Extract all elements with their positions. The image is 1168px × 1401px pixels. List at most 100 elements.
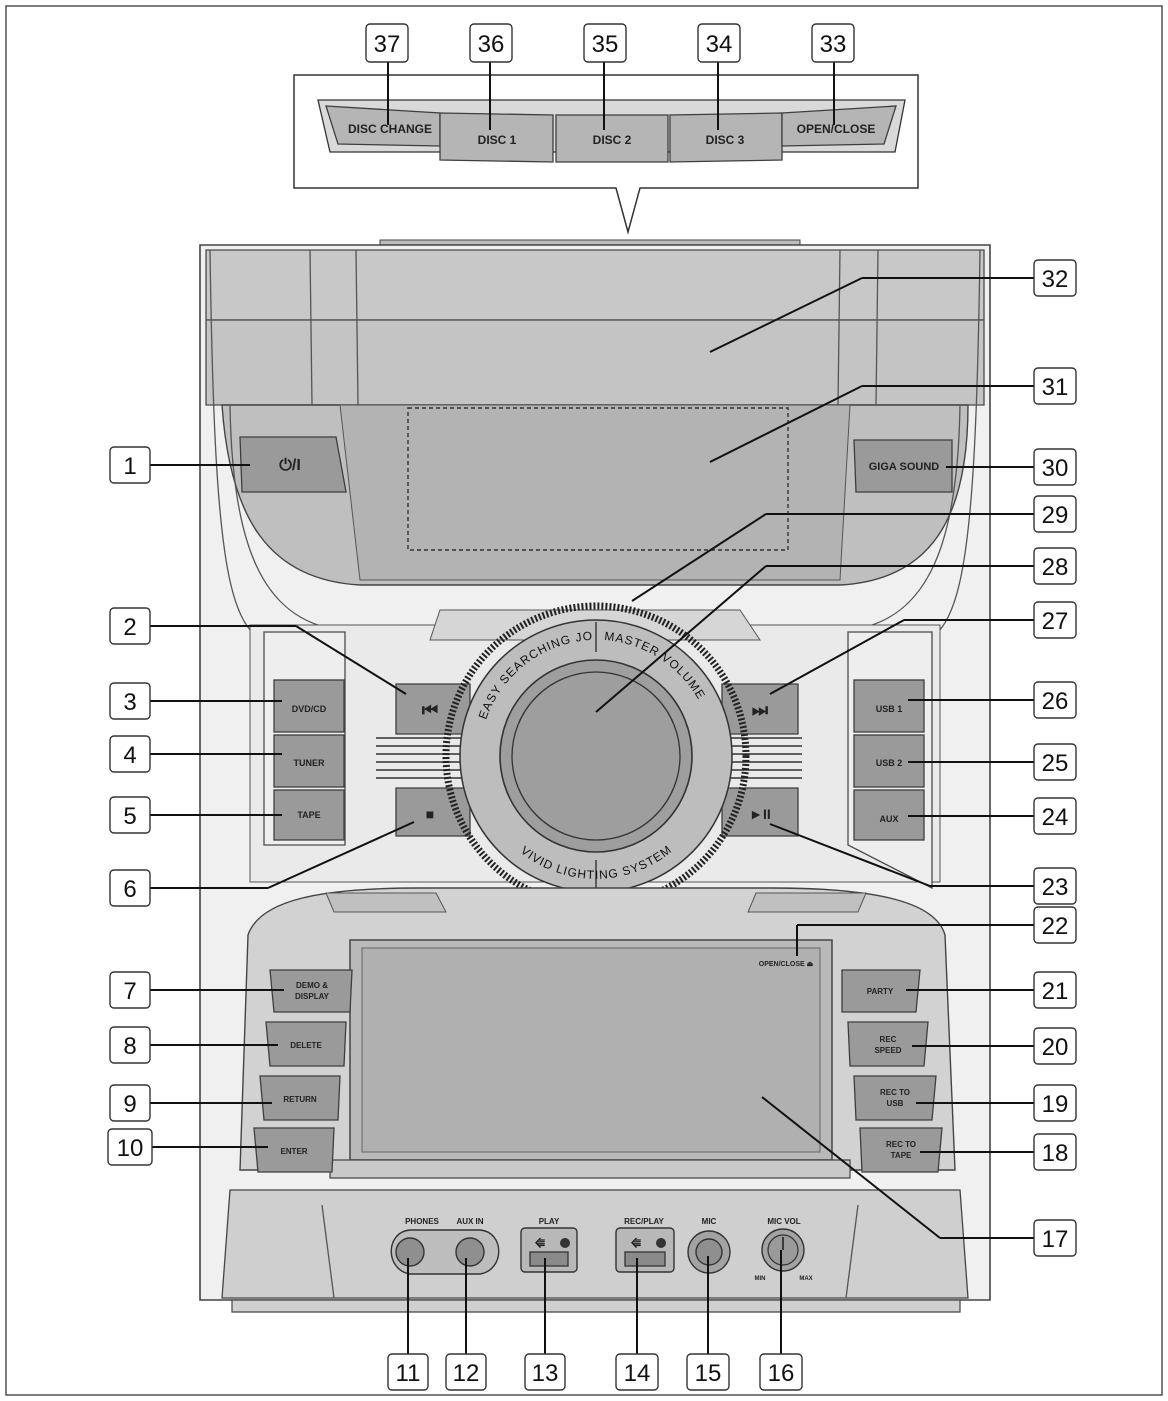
rec-speed-label-2: SPEED [874, 1046, 901, 1055]
callout-10: 10 [107, 1128, 153, 1166]
party-label: PARTY [867, 987, 894, 996]
callout-26: 26 [1033, 681, 1077, 719]
callout-28: 28 [1033, 547, 1077, 585]
svg-text:35: 35 [592, 31, 619, 58]
usb2-label: USB 2 [876, 758, 903, 768]
callout-13: 13 [524, 1353, 566, 1391]
callout-3: 3 [109, 682, 151, 720]
tuner-button[interactable] [273, 734, 345, 788]
prev-label: ⏮ [422, 700, 438, 720]
giga-sound-button[interactable] [853, 439, 953, 493]
stop-button[interactable] [395, 787, 471, 837]
dvd-cd-label: DVD/CD [292, 704, 327, 714]
callout-19: 19 [1033, 1084, 1077, 1122]
party-button[interactable] [841, 969, 921, 1013]
svg-text:5: 5 [123, 803, 136, 830]
svg-text:31: 31 [1042, 374, 1069, 401]
callout-12: 12 [445, 1353, 487, 1391]
min-label: MIN [755, 1276, 766, 1282]
svg-text:22: 22 [1042, 913, 1069, 940]
callout-34: 34 [697, 23, 741, 63]
enter-button[interactable] [253, 1127, 335, 1173]
svg-text:27: 27 [1042, 608, 1069, 635]
aux-in-jack[interactable] [455, 1237, 485, 1267]
svg-text:26: 26 [1042, 688, 1069, 715]
svg-text:12: 12 [453, 1360, 480, 1387]
aux-button[interactable] [853, 789, 925, 841]
svg-text:17: 17 [1042, 1226, 1069, 1253]
callout-6: 6 [109, 869, 151, 907]
rec-to-tape-button[interactable] [859, 1127, 943, 1173]
rec-to-usb-button[interactable] [853, 1075, 937, 1121]
power-button[interactable] [239, 436, 347, 493]
disc1-button[interactable] [439, 112, 554, 163]
usb-rec-icon: ⭅ [630, 1237, 641, 1250]
demo-display-label-1: DEMO & [296, 981, 328, 990]
usb-play-port[interactable] [529, 1251, 569, 1267]
tuner-label: TUNER [294, 758, 325, 768]
callout-27: 27 [1033, 601, 1077, 639]
usb-play-icon: ⭅ [534, 1237, 545, 1250]
callout-30: 30 [1033, 448, 1077, 486]
rec-speed-button[interactable] [847, 1021, 929, 1067]
mic-vol-label: MIC VOL [767, 1217, 800, 1226]
callout-17: 17 [1033, 1219, 1077, 1257]
aux-in-label: AUX IN [456, 1217, 483, 1226]
svg-text:16: 16 [768, 1360, 795, 1387]
disc2-label: DISC 2 [593, 133, 632, 147]
svg-text:11: 11 [396, 1360, 421, 1387]
usb-rec-info-icon [656, 1238, 666, 1248]
svg-text:1: 1 [123, 453, 136, 480]
usb1-button[interactable] [853, 679, 925, 733]
callout-31: 31 [1033, 367, 1077, 405]
svg-text:3: 3 [123, 689, 136, 716]
delete-label: DELETE [290, 1041, 322, 1050]
callout-18: 18 [1033, 1133, 1077, 1171]
svg-text:32: 32 [1042, 266, 1069, 293]
svg-text:9: 9 [123, 1091, 136, 1118]
svg-text:6: 6 [123, 876, 136, 903]
callout-1: 1 [109, 446, 151, 484]
callout-7: 7 [109, 971, 151, 1009]
master-volume-knob[interactable] [499, 659, 693, 853]
svg-text:28: 28 [1042, 554, 1069, 581]
power-label: ⏻/I [279, 457, 301, 474]
lighting-ring [442, 602, 750, 910]
giga-sound-label: GIGA SOUND [869, 461, 940, 473]
return-label: RETURN [283, 1095, 317, 1104]
svg-text:36: 36 [478, 31, 505, 58]
phones-label: PHONES [405, 1217, 439, 1226]
svg-text:7: 7 [123, 978, 136, 1005]
rec-speed-label-1: REC [880, 1035, 897, 1044]
usb-rec-play-port[interactable] [624, 1251, 666, 1267]
display-window [407, 407, 789, 551]
outer-frame [5, 5, 1163, 1396]
svg-text:4: 4 [123, 742, 136, 769]
svg-text:24: 24 [1042, 804, 1069, 831]
svg-text:21: 21 [1042, 978, 1069, 1005]
disc2-button[interactable] [555, 114, 669, 163]
return-button[interactable] [259, 1075, 341, 1121]
enter-label: ENTER [280, 1147, 307, 1156]
dvd-cd-button[interactable] [273, 679, 345, 733]
demo-display-button[interactable] [269, 969, 353, 1013]
callout-24: 24 [1033, 797, 1077, 835]
disc3-button[interactable] [669, 112, 783, 163]
callouts: 37 36 35 34 33 1 2 3 4 5 6 7 8 9 10 11 1… [107, 23, 1077, 1391]
callout-2: 2 [109, 607, 151, 645]
mic-label: MIC [702, 1217, 717, 1226]
usb1-label: USB 1 [876, 704, 903, 714]
svg-text:2: 2 [123, 614, 136, 641]
phones-jack[interactable] [395, 1237, 425, 1267]
svg-text:8: 8 [123, 1033, 136, 1060]
delete-button[interactable] [265, 1021, 347, 1067]
svg-text:30: 30 [1042, 455, 1069, 482]
tape-button[interactable] [273, 789, 345, 841]
callout-21: 21 [1033, 971, 1077, 1009]
svg-text:15: 15 [695, 1360, 722, 1387]
disc1-label: DISC 1 [478, 133, 517, 147]
svg-text:29: 29 [1042, 502, 1069, 529]
callout-16: 16 [759, 1353, 803, 1391]
open-close-top-button[interactable] [781, 105, 897, 147]
